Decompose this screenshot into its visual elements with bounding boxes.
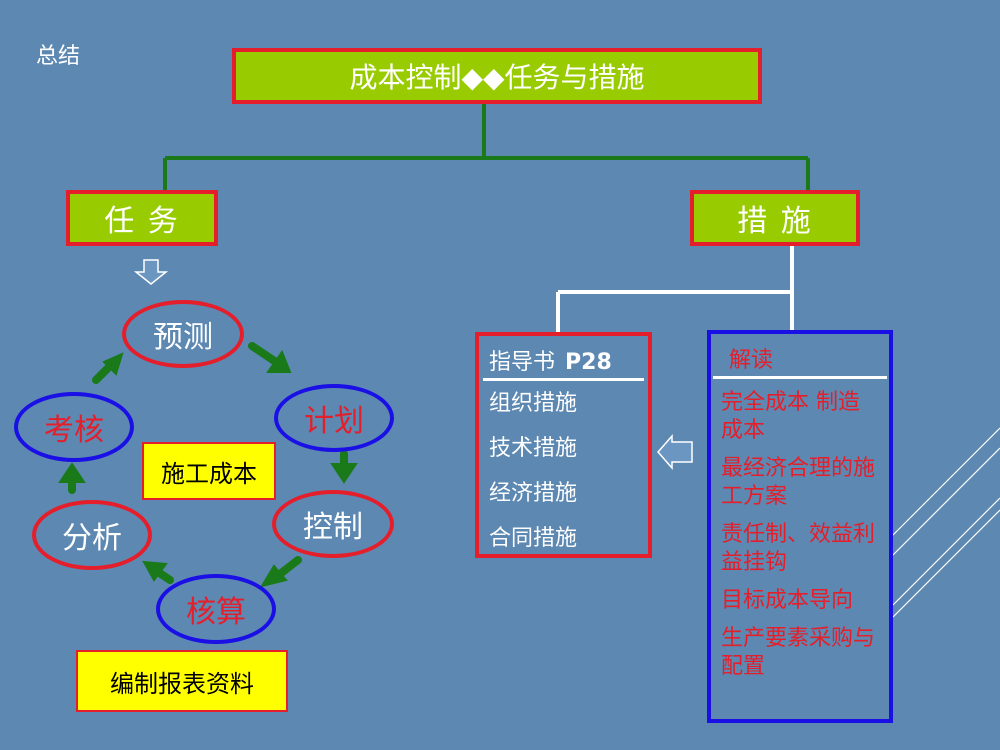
down-arrow-icon: [133, 259, 169, 285]
interpretation-box: 解读 完全成本 制造成本 最经济合理的施工方案 责任制、效益利益挂钩 目标成本导…: [707, 330, 893, 723]
guide-divider: [483, 378, 644, 381]
left-arrow-icon: [657, 434, 693, 470]
guide-item: 组织措施: [489, 391, 578, 416]
measures-connectors: [556, 246, 794, 332]
control-node: 控制: [272, 490, 394, 558]
task-box: 任 务: [66, 190, 218, 246]
interpretation-item: 生产要素采购与配置: [721, 626, 876, 679]
plan-node: 计划: [274, 384, 394, 452]
title-box: 成本控制◆◆任务与措施: [232, 48, 762, 104]
summary-label: 总结: [36, 44, 81, 69]
interpretation-item: 完全成本 制造成本: [721, 390, 860, 443]
interpretation-divider: [713, 376, 887, 379]
interpretation-item: 责任制、效益利益挂钩: [721, 522, 876, 575]
analyze-node: 分析: [32, 500, 152, 570]
tree-connectors: [163, 104, 810, 190]
guide-item: 经济措施: [489, 481, 578, 506]
decor-lines: [892, 427, 1000, 618]
cycle-arrows: [58, 342, 358, 588]
guide-item: 合同措施: [489, 526, 578, 551]
guide-item: 技术措施: [489, 436, 578, 461]
account-node: 核算: [156, 574, 276, 644]
assess-node: 考核: [14, 392, 134, 462]
measures-box: 措 施: [690, 190, 860, 246]
predict-node: 预测: [122, 300, 244, 368]
interpretation-heading: 解读: [729, 348, 774, 373]
interpretation-item: 最经济合理的施工方案: [721, 456, 876, 509]
construction-cost-box: 施工成本: [142, 442, 276, 500]
report-box: 编制报表资料: [76, 650, 288, 712]
interpretation-item: 目标成本导向: [721, 588, 854, 613]
